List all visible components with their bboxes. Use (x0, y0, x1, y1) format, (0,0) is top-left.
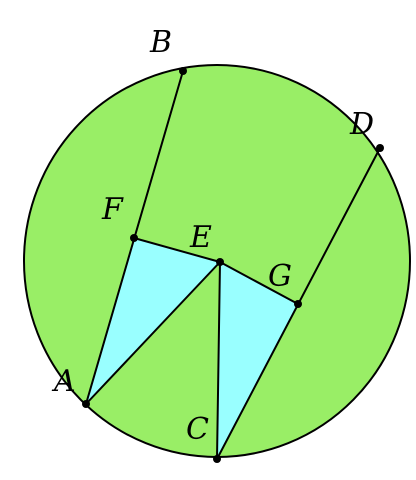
segment-fe (133, 237, 221, 263)
point-a (82, 400, 90, 408)
label-e: E (189, 220, 212, 255)
point-b (179, 67, 187, 75)
point-e (216, 258, 224, 266)
label-f: F (101, 192, 124, 227)
point-d (376, 144, 384, 152)
triangle-afe (86, 238, 220, 404)
label-b: B (149, 25, 172, 60)
label-c: C (186, 412, 209, 447)
point-g (294, 300, 302, 308)
segment-ec (216, 261, 221, 460)
segment-ea (85, 261, 221, 405)
point-c (213, 455, 221, 463)
point-f (130, 234, 138, 242)
label-d: D (349, 107, 374, 142)
label-g: G (268, 259, 292, 294)
label-a: A (51, 364, 76, 399)
triangle-ceg (217, 262, 298, 459)
segment-eg (219, 261, 299, 305)
